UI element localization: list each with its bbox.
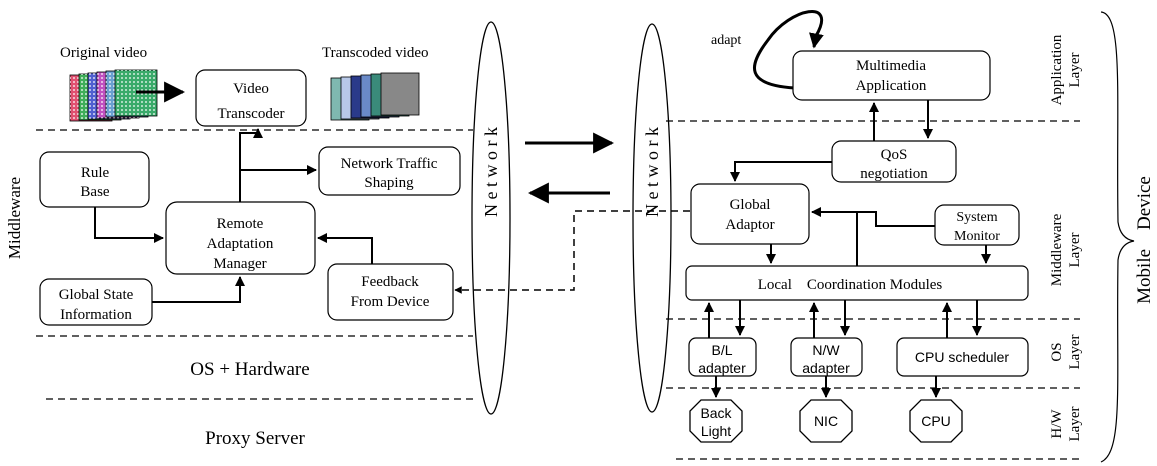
bl-adapter-line2: adapter (698, 360, 746, 376)
hw-layer-line2: Layer (1067, 407, 1083, 442)
cpu-scheduler-box (896, 337, 1029, 377)
adapt-loop-arrow (753, 10, 824, 90)
application-layer-line2: Layer (1067, 53, 1083, 88)
video-transcoder-box (195, 69, 307, 127)
qos-negotiation-line1: QoS (881, 147, 908, 163)
middleware-side-label: Middleware (5, 177, 24, 259)
cpu-label: CPU (921, 413, 951, 429)
multimedia-application-box (792, 50, 991, 101)
network-label-left: N e t w o r k (481, 127, 501, 217)
system-monitor-line1: System (956, 210, 997, 225)
feedback-from-device-line2: From Device (351, 294, 430, 310)
multimedia-application-line1: Multimedia (856, 58, 926, 74)
global-adaptor-line1: Global (730, 197, 771, 213)
os-hardware-label: OS + Hardware (190, 359, 309, 380)
os-layer-line2: Layer (1067, 335, 1083, 370)
nw-adapter-line2: adapter (802, 360, 850, 376)
feedback-to-manager-arrow (317, 233, 373, 264)
network-label-right: N e t w o r k (642, 127, 662, 217)
mobile-device-brace (1100, 11, 1135, 463)
application-layer-line1: Application (1049, 34, 1065, 105)
video-transcoder-line2: Transcoder (218, 106, 285, 122)
rule-base-line1: Rule (81, 165, 110, 181)
rule-base-line2: Base (80, 184, 110, 200)
global-adaptor-box (690, 183, 810, 245)
remote-adaptation-manager-line1: Remote (217, 216, 264, 232)
global-adaptor-line2: Adaptor (725, 217, 774, 233)
state-to-manager-arrow (152, 276, 245, 303)
back-light-line2: Light (701, 423, 731, 439)
os-layer-line1: OS (1049, 342, 1065, 361)
cpu-scheduler-label: CPU scheduler (915, 349, 1009, 365)
nic-label: NIC (814, 413, 838, 429)
network-traffic-shaping-line1: Network Traffic (341, 156, 438, 172)
multimedia-application-line2: Application (856, 78, 927, 94)
cpu-octagon (909, 399, 963, 443)
transcoded-video-frames (330, 72, 420, 121)
manager-to-transcoder-arrow (239, 128, 263, 202)
qos-to-adaptor-arrow (730, 161, 832, 182)
network-traffic-shaping-box (318, 146, 461, 196)
adapt-label: adapt (711, 33, 741, 48)
nic-octagon (799, 399, 853, 443)
video-transcoder-line1: Video (233, 81, 269, 97)
middleware-layer-line1: Middleware (1049, 213, 1065, 286)
back-light-line1: Back (700, 405, 732, 421)
bl-adapter-box (688, 337, 757, 377)
hw-layer-line1: H/W (1049, 409, 1065, 439)
feedback-from-device-line1: Feedback (361, 274, 419, 290)
network-ellipse-left (471, 21, 511, 415)
system-monitor-line2: Monitor (954, 229, 1000, 244)
original-video-label: Original video (60, 45, 147, 61)
global-state-information-line1: Global State (59, 287, 134, 303)
transcoded-frame-6 (380, 72, 420, 116)
original-video-frames (69, 69, 158, 122)
remote-adaptation-manager-line2: Adaptation (207, 236, 274, 252)
bl-adapter-line1: B/L (711, 342, 732, 358)
middleware-layer-line2: Layer (1067, 233, 1083, 268)
back-light-octagon (689, 399, 743, 443)
local-coordination-modules-label: Local Coordination Modules (758, 277, 943, 293)
mobile-device-label: Mobile Device (1134, 176, 1155, 304)
feedback-from-device-box (327, 263, 454, 321)
rule-base-to-manager-arrow (94, 207, 164, 243)
network-traffic-shaping-line2: Shaping (364, 175, 414, 191)
nw-adapter-line1: N/W (812, 342, 840, 358)
remote-adaptation-manager-line3: Manager (213, 256, 266, 272)
device-feedback-dashed-arrow (454, 210, 690, 294)
proxy-server-label: Proxy Server (205, 428, 305, 449)
network-ellipse-right (632, 23, 672, 413)
qos-negotiation-line2: negotiation (860, 166, 928, 182)
monitor-to-adaptor-arrow (811, 207, 935, 227)
global-state-information-line2: Information (60, 307, 132, 323)
local-coordination-modules-box (685, 265, 1029, 301)
transcoded-video-label: Transcoded video (322, 45, 429, 61)
